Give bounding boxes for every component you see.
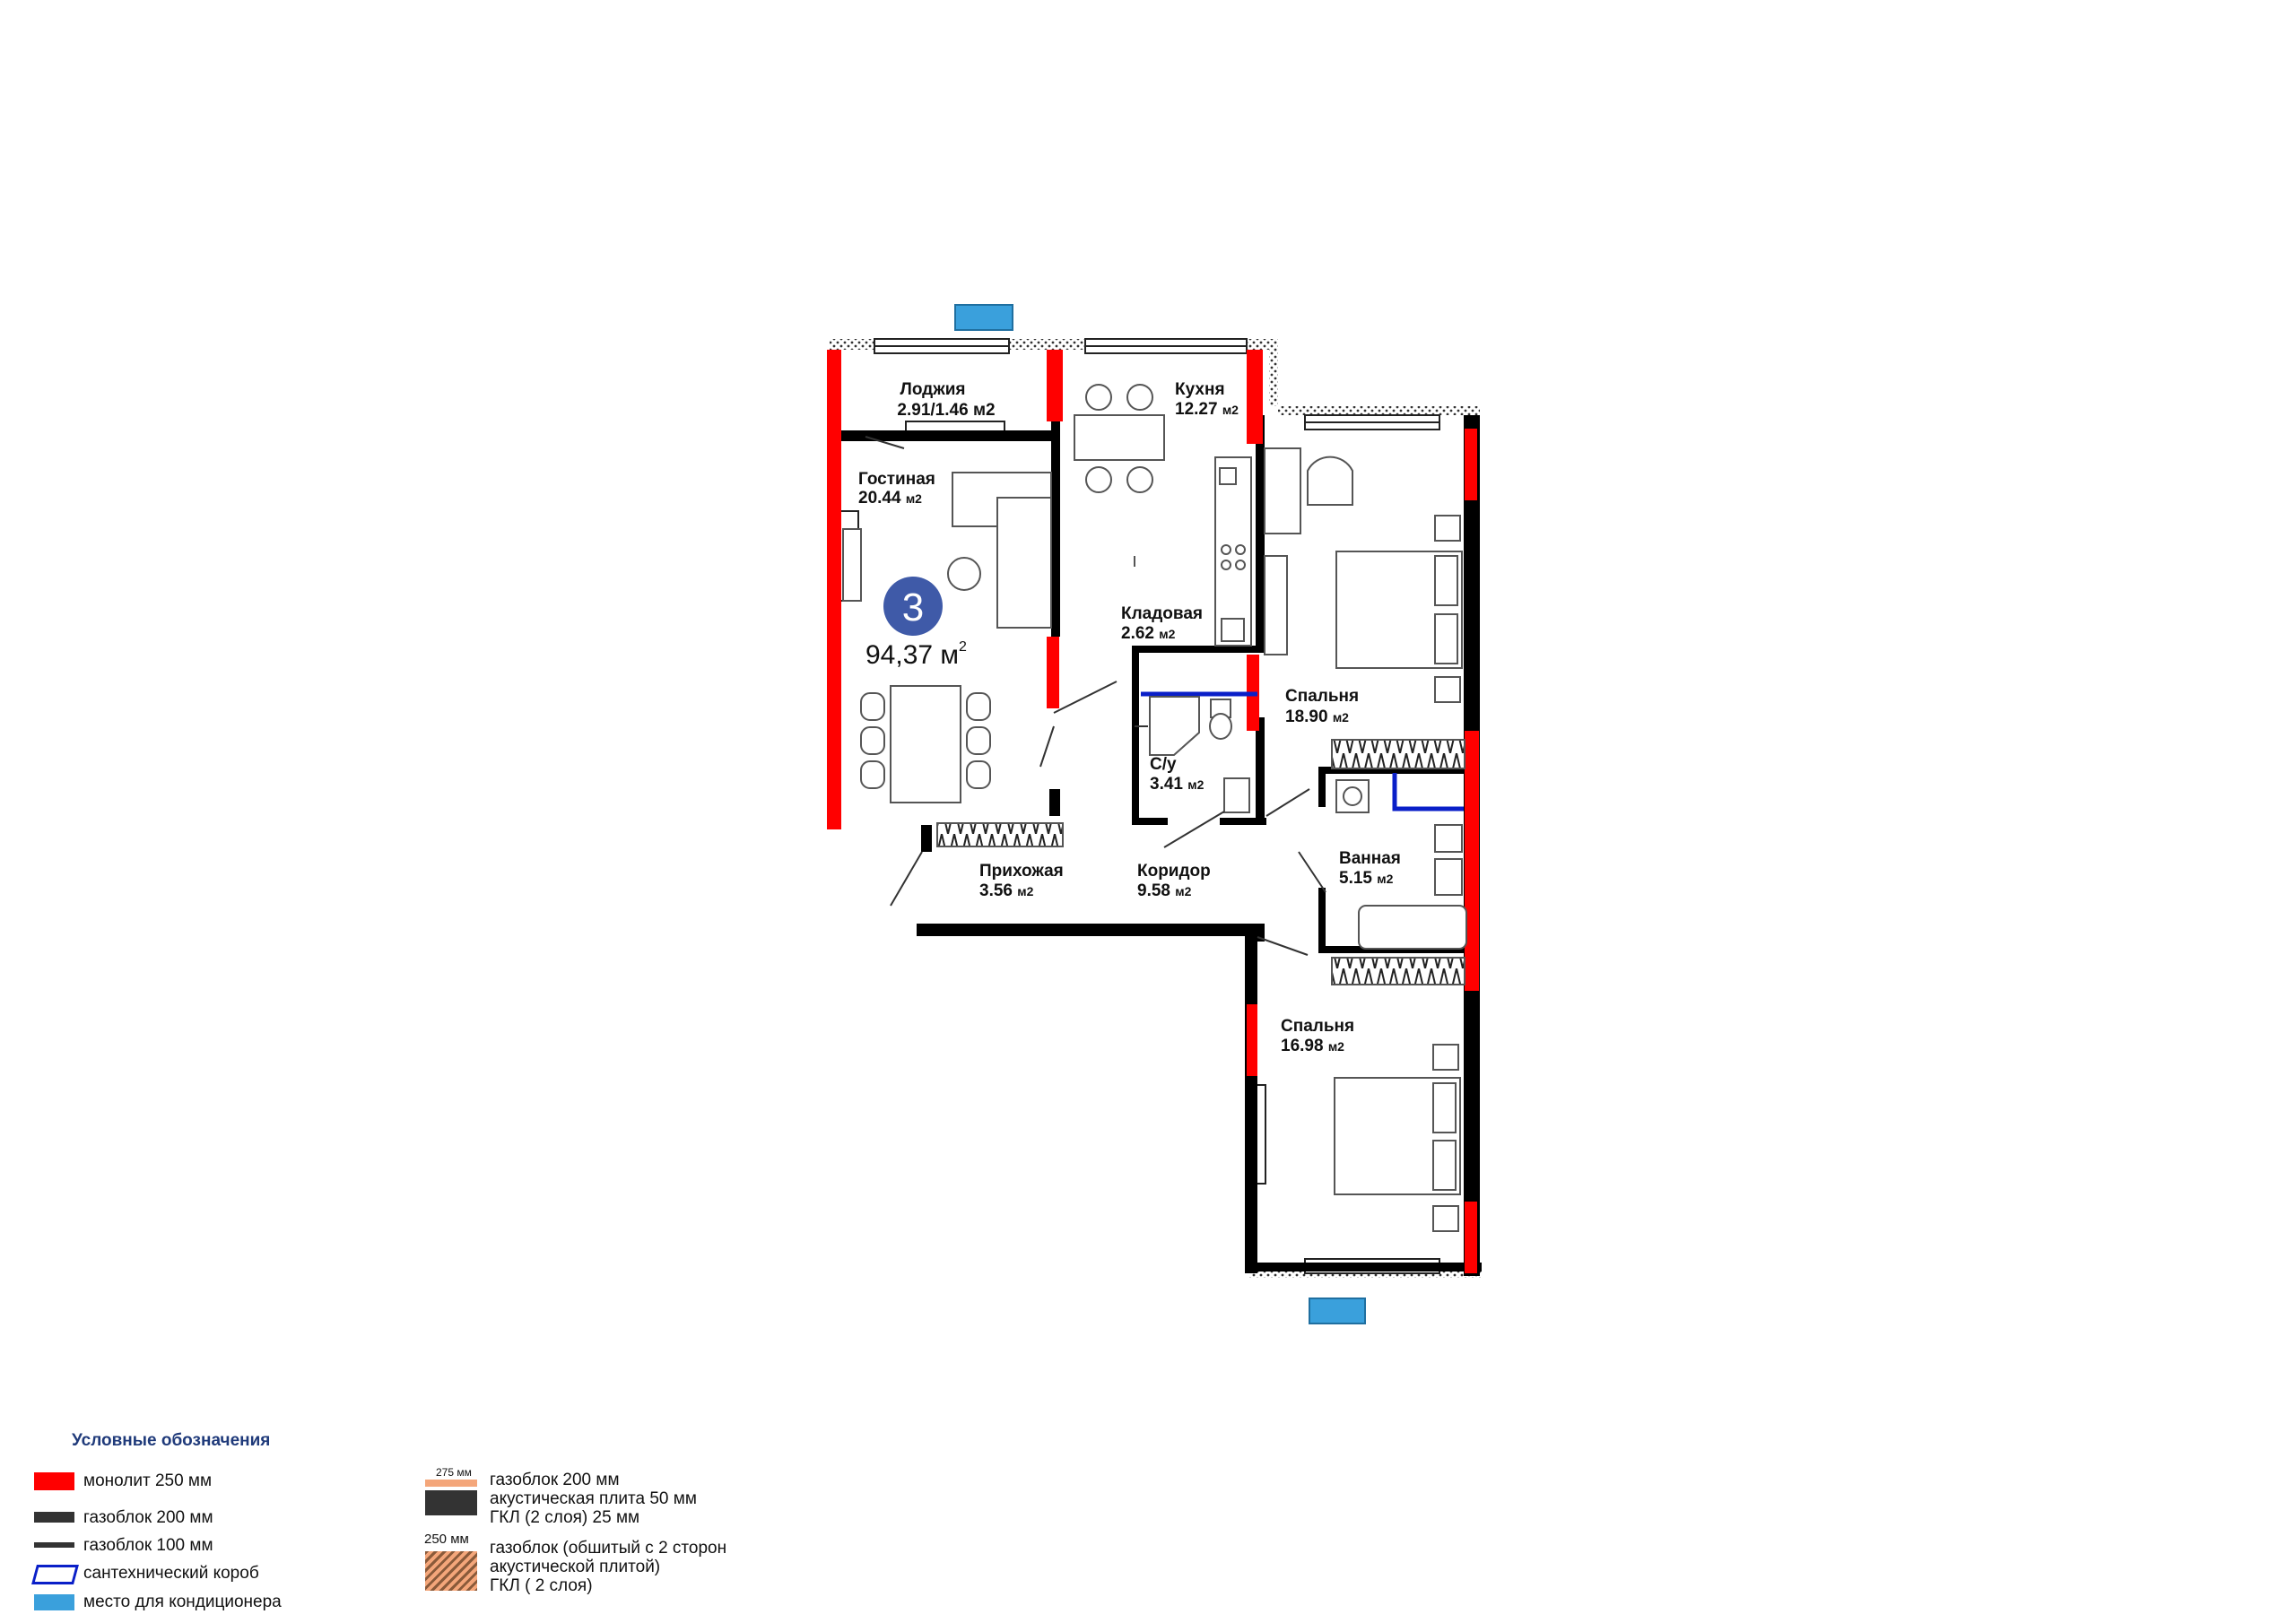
legend-dim-250: 250 мм — [424, 1532, 469, 1547]
room-area-storage: 2.62 м2 — [1121, 624, 1176, 643]
room-name-hall: Прихожая — [979, 862, 1064, 881]
rooms-count: 3 — [902, 586, 924, 629]
room-name-wc: С/у — [1150, 755, 1177, 774]
legend-acoustic-line1: газоблок 200 мм — [490, 1471, 620, 1489]
room-name-living: Гостиная — [858, 470, 935, 489]
right-step-parapet — [1269, 339, 1278, 406]
room-area-corridor: 9.58 м2 — [1137, 881, 1192, 900]
legend-monolith-swatch — [34, 1472, 74, 1490]
legend-plumbing-swatch — [31, 1565, 79, 1584]
room-name-storage: Кладовая — [1121, 604, 1203, 623]
legend-sheathed-line2: акустической плитой) — [490, 1558, 661, 1576]
legend-sheathed-swatch — [425, 1551, 477, 1591]
room-area-hall: 3.56 м2 — [979, 881, 1034, 900]
room-name-bedroom2: Спальня — [1281, 1017, 1354, 1036]
rooms-count-badge — [883, 577, 943, 636]
room-area-living: 20.44 м2 — [858, 489, 922, 508]
legend-acoustic-swatch — [425, 1480, 477, 1515]
plumbing-boxes — [1141, 691, 1464, 812]
room-area-bedroom2: 16.98 м2 — [1281, 1037, 1344, 1055]
room-name-bath: Ванная — [1339, 849, 1401, 868]
door-swings — [865, 436, 1326, 956]
legend-sheathed-line3: ГКЛ ( 2 слоя) — [490, 1576, 593, 1595]
room-name-kitchen: Кухня — [1175, 380, 1225, 399]
room-area-kitchen: 12.27 м2 — [1175, 400, 1239, 419]
legend-gas100-label: газоблок 100 мм — [83, 1536, 213, 1555]
room-name-bedroom1: Спальня — [1285, 687, 1359, 706]
room-area-loggia: 2.91/1.46 м2 — [897, 401, 995, 420]
legend-ac-label: место для кондиционера — [83, 1593, 282, 1611]
legend-gas200-swatch — [34, 1512, 74, 1523]
room-area-wc: 3.41 м2 — [1150, 775, 1205, 794]
legend-monolith-label: монолит 250 мм — [83, 1471, 213, 1490]
legend-ac-swatch — [34, 1594, 74, 1610]
legend-title: Условные обозначения — [72, 1431, 271, 1450]
legend-plumbing-label: сантехнический короб — [83, 1564, 259, 1583]
room-labels: Лоджия 2.91/1.46 м2 Кухня 12.27 м2 Гости… — [858, 380, 1401, 1055]
legend-acoustic-line3: ГКЛ (2 слоя) 25 мм — [490, 1508, 640, 1527]
legend-acoustic-line2: акустическая плита 50 мм — [490, 1489, 697, 1508]
room-name-corridor: Коридор — [1137, 862, 1211, 881]
total-area: 94,37 м2 — [865, 639, 967, 670]
ac-unit-bottom — [1309, 1298, 1366, 1324]
legend-sheathed-line1: газоблок (обшитый с 2 сторон — [490, 1539, 727, 1558]
legend-gas100-swatch — [34, 1542, 74, 1548]
ac-unit-top — [954, 304, 1013, 331]
furniture — [842, 384, 1467, 1232]
room-area-bath: 5.15 м2 — [1339, 869, 1394, 888]
right-step-parapet-2 — [1278, 406, 1480, 415]
legend-gas200-label: газоблок 200 мм — [83, 1508, 213, 1527]
room-name-loggia: Лоджия — [900, 380, 966, 399]
monolith-walls — [827, 350, 1479, 1273]
room-area-bedroom1: 18.90 м2 — [1285, 707, 1349, 726]
legend-dim-275: 275 мм — [436, 1466, 472, 1479]
